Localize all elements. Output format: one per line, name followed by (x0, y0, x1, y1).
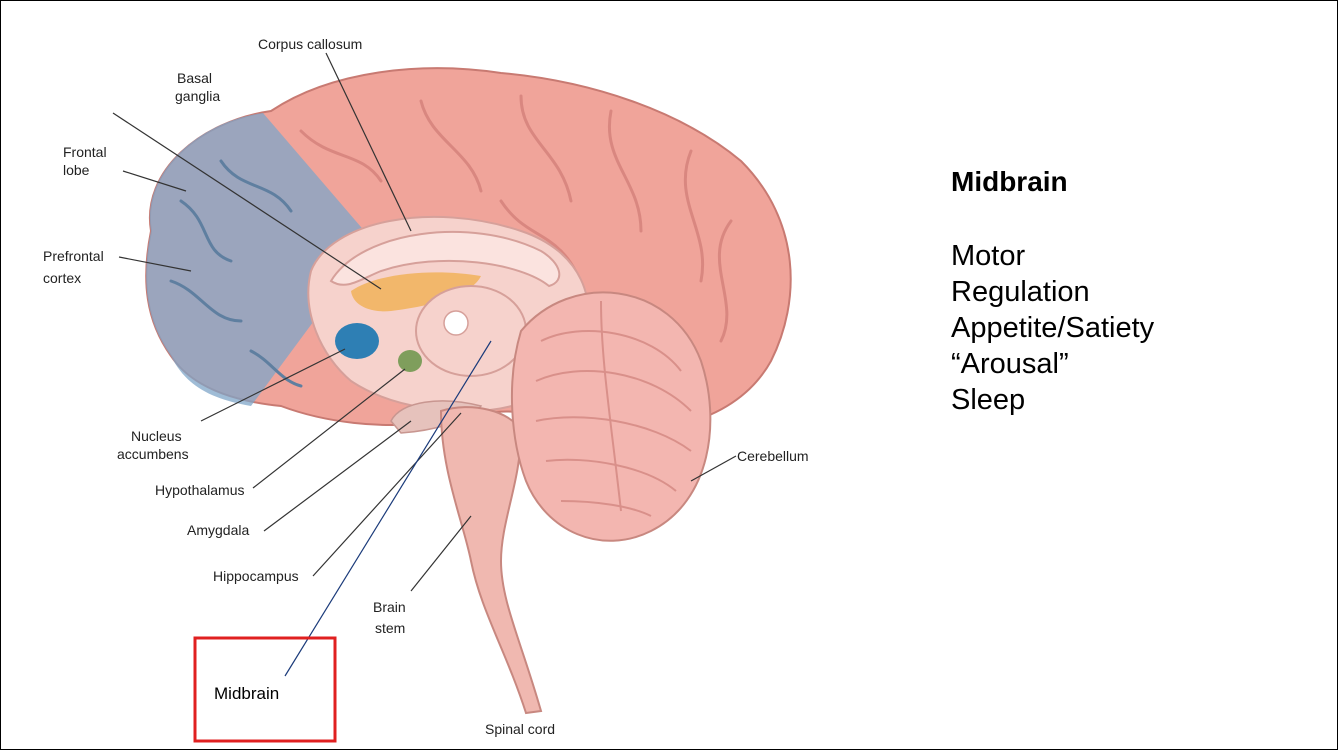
hypothalamus (398, 350, 422, 372)
label-cerebellum: Cerebellum (737, 448, 809, 464)
panel-item-appetite: Appetite/Satiety (951, 310, 1331, 346)
label-prefrontal-line1: Prefrontal (43, 248, 104, 264)
thalamus-center (444, 311, 468, 335)
label-frontal-lobe-line1: Frontal (63, 144, 107, 160)
label-frontal-lobe-line2: lobe (63, 162, 90, 178)
label-brain-stem-line1: Brain (373, 599, 406, 615)
label-amygdala: Amygdala (187, 522, 249, 538)
label-corpus-callosum: Corpus callosum (258, 36, 362, 52)
label-basal-ganglia-line1: Basal (177, 70, 212, 86)
thalamus (416, 286, 526, 376)
label-hippocampus: Hippocampus (213, 568, 299, 584)
label-prefrontal-line2: cortex (43, 270, 81, 286)
label-nucleus-line2: accumbens (117, 446, 189, 462)
brain-diagram: Corpus callosum Basal ganglia Frontal lo… (1, 1, 931, 749)
nucleus-accumbens (335, 323, 379, 359)
label-basal-ganglia-line2: ganglia (175, 88, 220, 104)
panel-title: Midbrain (951, 166, 1331, 198)
label-hypothalamus: Hypothalamus (155, 482, 245, 498)
panel-item-sleep: Sleep (951, 382, 1331, 418)
panel-item-regulation: Regulation (951, 274, 1331, 310)
info-panel: Midbrain Motor Regulation Appetite/Satie… (951, 166, 1331, 418)
panel-item-motor: Motor (951, 238, 1331, 274)
label-brain-stem-line2: stem (375, 620, 405, 636)
label-midbrain: Midbrain (214, 684, 279, 703)
label-spinal-cord: Spinal cord (485, 721, 555, 737)
panel-item-arousal: “Arousal” (951, 346, 1331, 382)
cerebellum (512, 292, 710, 540)
label-nucleus-line1: Nucleus (131, 428, 182, 444)
